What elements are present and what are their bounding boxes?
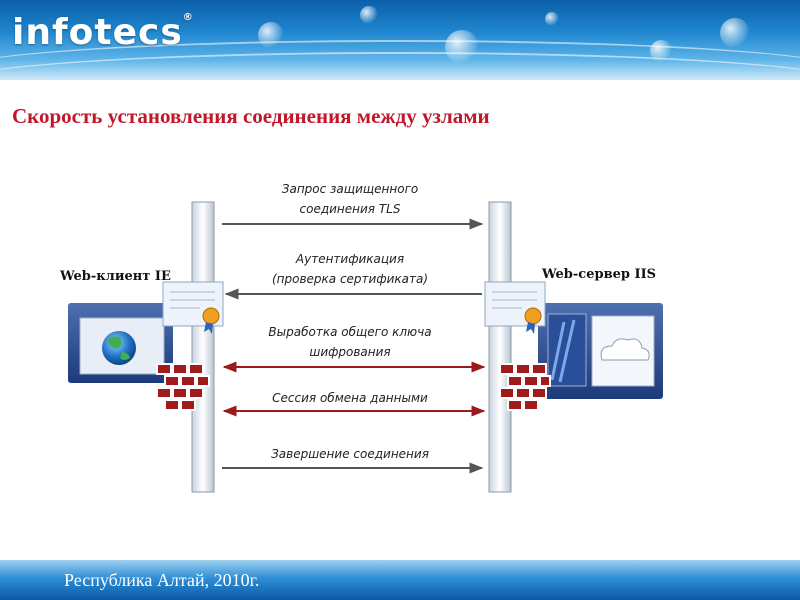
message-label: Выработка общего ключа xyxy=(268,325,431,339)
client-certificate-icon xyxy=(162,281,224,334)
message-label: соединения TLS xyxy=(300,202,401,216)
message-label: шифрования xyxy=(309,345,390,359)
client-computer-icon xyxy=(68,303,173,383)
infotecs-logo: infotecs® xyxy=(12,12,194,53)
server-computer-icon xyxy=(538,303,663,399)
page-title: Скорость установления соединения между у… xyxy=(12,104,490,128)
message-label: Аутентификация xyxy=(295,252,404,266)
server-pillar xyxy=(488,201,512,493)
banner-bubble xyxy=(258,22,284,48)
message-label: Завершение соединения xyxy=(271,447,429,461)
banner-bubble xyxy=(360,6,378,24)
server-label: Web-сервер IIS xyxy=(541,267,656,282)
message-label: (проверка сертификата) xyxy=(272,272,428,286)
client-firewall-icon xyxy=(156,363,210,411)
banner-bubble xyxy=(650,40,672,62)
client-pillar xyxy=(191,201,215,493)
server-firewall-icon xyxy=(499,363,551,411)
header-banner: infotecs® xyxy=(0,0,800,80)
banner-wave xyxy=(0,40,800,80)
client-label: Web-клиент IE xyxy=(59,269,171,284)
message-label: Запрос защищенного xyxy=(282,182,418,196)
banner-bubble xyxy=(445,30,479,64)
banner-wave xyxy=(0,52,800,80)
banner-bubble xyxy=(545,12,559,26)
footer-banner xyxy=(0,560,800,600)
banner-bubble xyxy=(720,18,750,48)
message-label: Сессия обмена данными xyxy=(272,391,428,405)
footer-text: Республика Алтай, 2010г. xyxy=(64,570,260,590)
server-certificate-icon xyxy=(484,281,546,334)
